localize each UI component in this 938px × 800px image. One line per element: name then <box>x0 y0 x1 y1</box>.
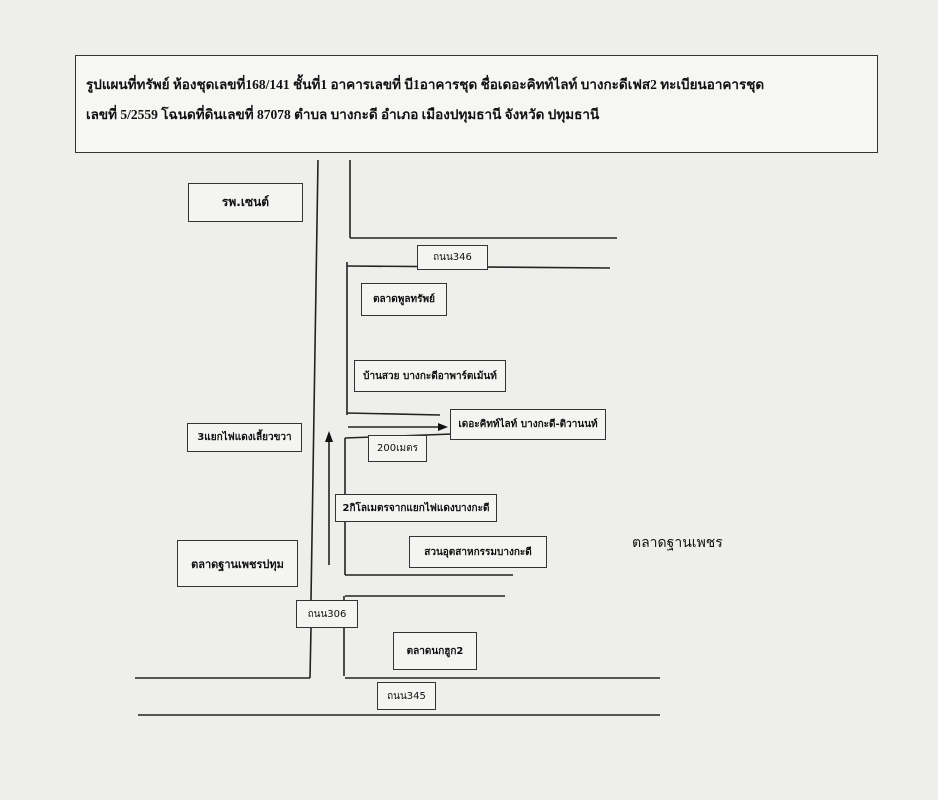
arrow-up-icon <box>325 431 333 442</box>
title-line-2: เลขที่ 5/2559 โฉนดที่ดินเลขที่ 87078 ตำบ… <box>86 107 600 122</box>
label-text: ตลาดฐานเพชรปทุม <box>191 557 284 571</box>
title-line-1: รูปแผนที่ทรัพย์ ห้องชุดเลขที่168/141 ชั้… <box>86 77 765 92</box>
landmark-industrial-park: สวนอุตสาหกรรมบางกะดี <box>409 536 547 568</box>
label-text: ตลาดพูลทรัพย์ <box>373 294 435 305</box>
label-text: 3แยกไฟแดงเลี้ยวขวา <box>197 432 292 443</box>
soi-north-edge <box>346 412 441 416</box>
distance-label-2km: 2กิโลเมตรจากแยกไฟแดงบางกะดี <box>335 494 497 522</box>
label-text: ตลาดนกฮูก2 <box>406 645 464 657</box>
landmark-intersection: 3แยกไฟแดงเลี้ยวขวา <box>187 423 302 452</box>
label-text: ถนน306 <box>307 608 347 620</box>
road-label-346: ถนน346 <box>417 245 488 270</box>
label-text: 200เมตร <box>377 443 418 454</box>
road-label-345: ถนน345 <box>377 682 436 710</box>
label-text: สวนอุตสาหกรรมบางกะดี <box>424 546 532 558</box>
landmark-hospital: รพ.เซนต์ <box>188 183 303 222</box>
map-title-box: รูปแผนที่ทรัพย์ ห้องชุดเลขที่168/141 ชั้… <box>75 55 878 153</box>
label-text: ถนน345 <box>387 690 426 702</box>
road-306-west-edge-south <box>309 627 312 679</box>
label-text: 2กิโลเมตรจากแยกไฟแดงบางกะดี <box>342 502 490 514</box>
distance-label-200m: 200เมตร <box>368 435 427 462</box>
landmark-market-thanphet-pathum: ตลาดฐานเพชรปทุม <box>177 540 298 587</box>
road-label-306: ถนน306 <box>296 600 358 628</box>
landmark-market-poonsap: ตลาดพูลทรัพย์ <box>361 283 447 316</box>
label-text: รพ.เซนต์ <box>221 195 270 209</box>
landmark-apartment: บ้านสวย บางกะดีอาพาร์ตเม้นท์ <box>354 360 506 392</box>
label-text: เดอะคิทท์ไลท์ บางกะดี-ติวานนท์ <box>458 419 598 430</box>
label-text: ถนน346 <box>433 252 472 263</box>
arrow-right-icon <box>438 423 448 431</box>
landmark-property: เดอะคิทท์ไลท์ บางกะดี-ติวานนท์ <box>450 409 606 440</box>
road-306-west-edge <box>310 159 319 601</box>
label-text: บ้านสวย บางกะดีอาพาร์ตเม้นท์ <box>363 370 497 382</box>
landmark-market-thanphet: ตลาดฐานเพชร <box>632 535 723 551</box>
landmark-market-nokhuk: ตลาดนกฮูก2 <box>393 632 477 670</box>
